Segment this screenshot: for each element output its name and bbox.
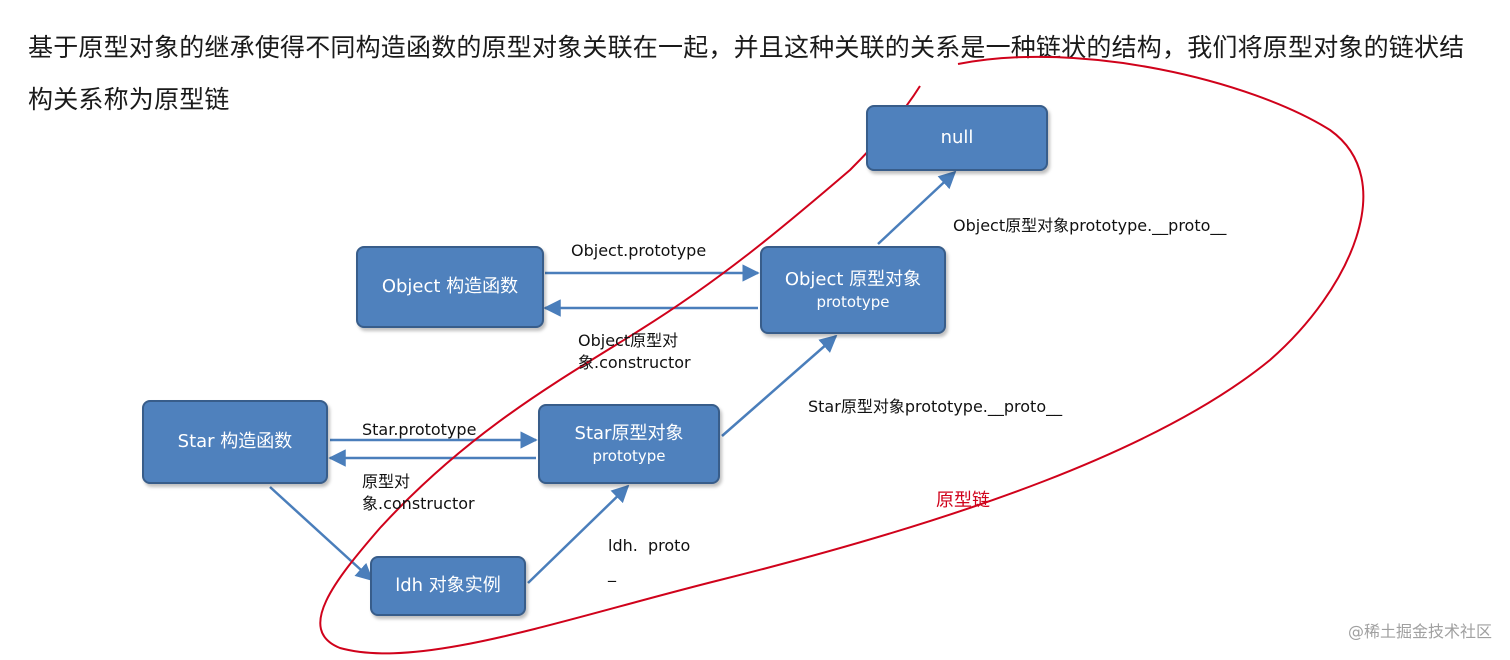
label-ldh-proto-line2: _ [608,563,616,582]
label-ldh-proto-line1: ldh. proto [608,536,691,555]
node-ldh-instance: ldh 对象实例 [370,556,526,616]
label-star-constructor-line1: 原型对 [362,472,411,491]
prototype-chain-loop [319,55,1365,655]
label-star-constructor-line2: 象.constructor [362,494,475,513]
edge-ldh-to-star-proto [527,484,630,584]
node-object-constructor: Object 构造函数 [356,246,544,328]
edge-star-ctor-to-ldh [269,486,374,582]
node-object-constructor-label: Object 构造函数 [381,276,519,297]
node-star-constructor: Star 构造函数 [142,400,328,484]
node-star-prototype: Star原型对象 prototype [538,404,720,484]
node-star-prototype-label: Star原型对象 [574,423,684,444]
node-star-prototype-sublabel: prototype [592,447,666,465]
label-star-prototype: Star.prototype [362,420,477,439]
label-object-prototype: Object.prototype [571,241,707,260]
annotation-prototype-chain: 原型链 [936,490,990,511]
label-object-proto-chain: Object原型对象prototype.__proto__ [953,216,1227,235]
node-object-prototype: Object 原型对象 prototype [760,246,946,334]
node-object-prototype-label: Object 原型对象 [784,269,922,290]
node-star-constructor-label: Star 构造函数 [177,431,293,452]
watermark: @稀土掘金技术社区 [1347,622,1492,641]
edge-object-proto-to-null [877,170,957,245]
label-object-constructor-line1: Object原型对 [578,331,679,350]
node-null: null [866,105,1048,171]
node-object-prototype-sublabel: prototype [816,293,890,311]
label-star-proto-chain: Star原型对象prototype.__proto__ [808,397,1063,416]
intro-paragraph: 基于原型对象的继承使得不同构造函数的原型对象关联在一起，并且这种关联的关系是一种… [28,33,1465,114]
edge-star-proto-to-object-proto [721,334,838,437]
node-null-label: null [940,127,974,148]
label-object-constructor-line2: 象.constructor [578,353,691,372]
node-ldh-instance-label: ldh 对象实例 [395,575,501,596]
